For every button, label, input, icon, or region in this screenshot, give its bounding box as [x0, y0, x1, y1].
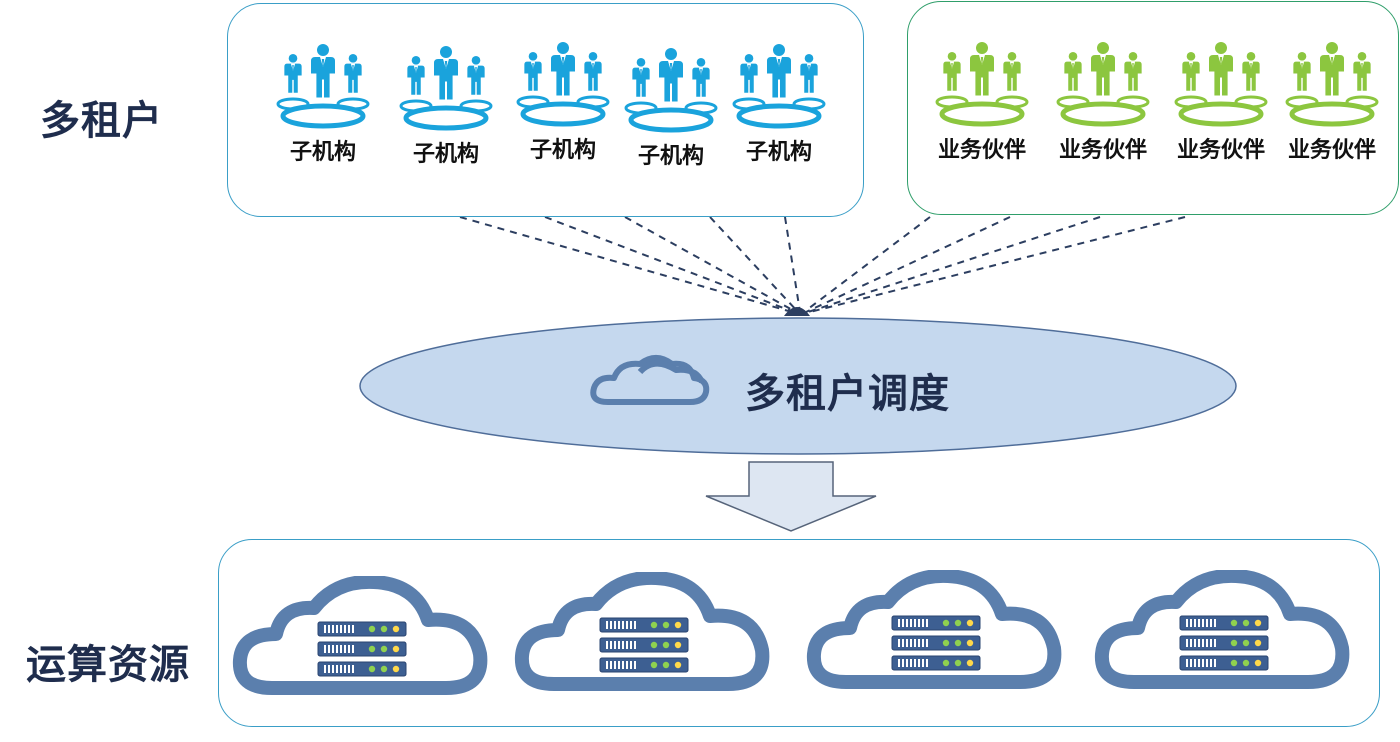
down-arrow [705, 461, 877, 532]
partner-group: 业务伙伴 [1165, 42, 1277, 164]
sub-org-group: 子机构 [391, 46, 501, 168]
people-group-icon [926, 42, 1038, 128]
sub-org-label: 子机构 [637, 144, 704, 169]
sub-org-label: 子机构 [745, 140, 812, 165]
server-cloud-icon [514, 570, 774, 700]
sub-org-group: 子机构 [616, 48, 726, 170]
scheduler-ellipse [359, 317, 1237, 455]
connection-lines [459, 216, 1186, 313]
partner-group: 业务伙伴 [1276, 42, 1388, 164]
server-cloud-icon [232, 574, 492, 704]
people-group-icon [391, 46, 501, 132]
partner-label: 业务伙伴 [1287, 138, 1376, 163]
people-group-icon [508, 42, 618, 128]
people-group-icon [268, 44, 378, 130]
resources-label: 运算资源 [26, 642, 190, 688]
scheduler-title: 多租户调度 [745, 371, 950, 417]
scheduler-cloud-icon [590, 355, 710, 405]
server-cloud-icon [1094, 568, 1354, 698]
partner-group: 业务伙伴 [1047, 42, 1159, 164]
people-group-icon [724, 44, 834, 130]
partners-box [907, 1, 1399, 215]
partner-label: 业务伙伴 [1176, 138, 1265, 163]
people-group-icon [1276, 42, 1388, 128]
people-group-icon [1165, 42, 1277, 128]
connection-hub [784, 307, 810, 316]
sub-org-group: 子机构 [268, 44, 378, 166]
partner-label: 业务伙伴 [1058, 138, 1147, 163]
sub-org-group: 子机构 [508, 42, 618, 164]
partner-group: 业务伙伴 [926, 42, 1038, 164]
partner-label: 业务伙伴 [937, 138, 1026, 163]
tenants-label: 多租户 [40, 98, 163, 144]
people-group-icon [616, 48, 726, 134]
people-group-icon [1047, 42, 1159, 128]
sub-org-label: 子机构 [289, 140, 356, 165]
sub-org-label: 子机构 [529, 138, 596, 163]
sub-org-group: 子机构 [724, 44, 834, 166]
sub-org-label: 子机构 [412, 142, 479, 167]
server-cloud-icon [806, 568, 1066, 698]
